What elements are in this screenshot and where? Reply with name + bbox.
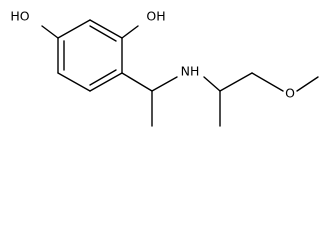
bond-nh-to-ch — [203, 76, 221, 92]
ring-bond-bottom-left — [57, 72, 91, 92]
structural-formula: HO OH NH O — [10, 9, 319, 127]
hydroxyl-left-label: HO — [10, 9, 29, 24]
bond-ring-to-hydroxyl-right — [121, 25, 139, 39]
bond-ring-to-hydroxyl-left — [41, 25, 59, 39]
molecule-structure-canvas: HO OH NH O — [10, 9, 319, 127]
methoxy-oxygen-label: O — [285, 86, 295, 101]
ring-double-bond-top — [89, 25, 117, 42]
bond-ch-to-nh — [151, 76, 178, 92]
ring-bond-bottom-right — [89, 72, 123, 92]
hydroxyl-right-label: OH — [146, 9, 165, 24]
bond-ch-to-ch2 — [219, 72, 253, 92]
amine-label: NH — [181, 64, 200, 79]
ring-bond-top-right — [89, 19, 123, 39]
bond-ring-to-ch — [121, 72, 153, 92]
bond-ch2-to-oxygen — [251, 72, 284, 92]
bond-oxygen-to-methyl — [296, 76, 319, 92]
ring-double-bond-bottom — [89, 69, 117, 86]
ring-bond-top-left — [57, 19, 91, 39]
